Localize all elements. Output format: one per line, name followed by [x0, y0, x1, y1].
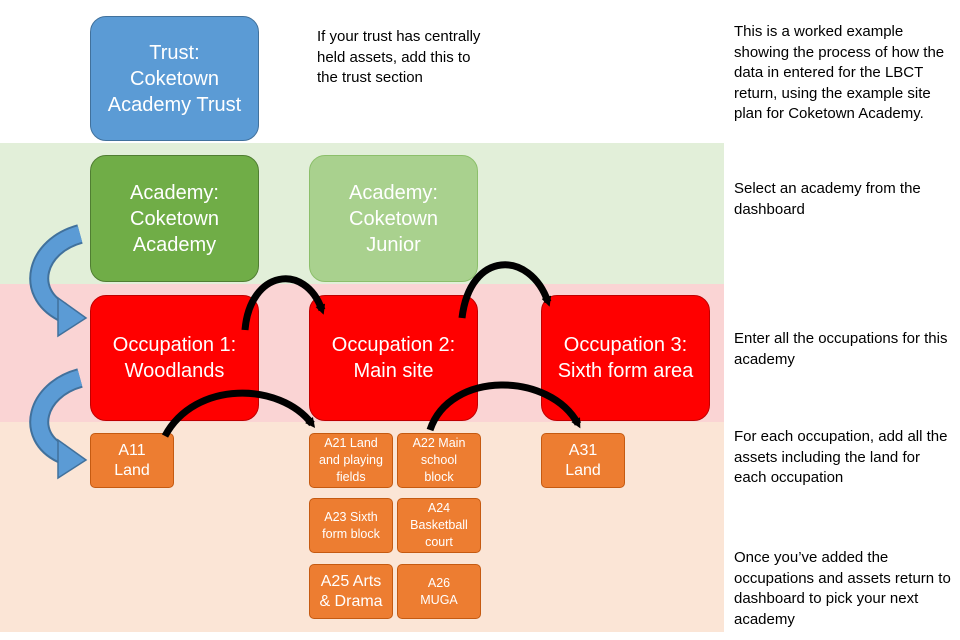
asset-box-a24: A24 Basketball court [397, 498, 481, 553]
trust-box: Trust: Coketown Academy Trust [90, 16, 259, 141]
asset-box-a23: A23 Sixth form block [309, 498, 393, 553]
asset-box-a21: A21 Land and playing fields [309, 433, 393, 488]
instruction-intro: This is a worked example showing the pro… [734, 23, 945, 122]
instruction-select-academy: Select an academy from the dashboard [734, 180, 921, 218]
curved-arrow-icon [29, 224, 88, 338]
academy-box-coketown-academy: Academy: Coketown Academy [90, 155, 259, 282]
instruction-add-assets: For each occupation, add all the assets … [734, 428, 948, 486]
asset-box-a22: A22 Main school block [397, 433, 481, 488]
instruction-return-dashboard: Once you’ve added the occupations and as… [734, 549, 951, 628]
trust-note: If your trust has centrally held assets,… [317, 28, 481, 86]
asset-box-a25: A25 Arts & Drama [309, 564, 393, 619]
curved-arrow-icon [29, 368, 88, 480]
asset-box-a31: A31 Land [541, 433, 625, 488]
occupation-box-sixth-form-area: Occupation 3: Sixth form area [541, 295, 710, 421]
arc-arrow-icon [458, 261, 552, 319]
asset-box-a11: A11 Land [90, 433, 174, 488]
asset-box-a26: A26 MUGA [397, 564, 481, 619]
arc-arrow-icon [426, 381, 582, 432]
academy-box-coketown-junior: Academy: Coketown Junior [309, 155, 478, 282]
instruction-enter-occupations: Enter all the occupations for this acade… [734, 330, 948, 368]
arc-arrow-icon [161, 389, 316, 438]
arc-arrow-icon [241, 275, 326, 331]
